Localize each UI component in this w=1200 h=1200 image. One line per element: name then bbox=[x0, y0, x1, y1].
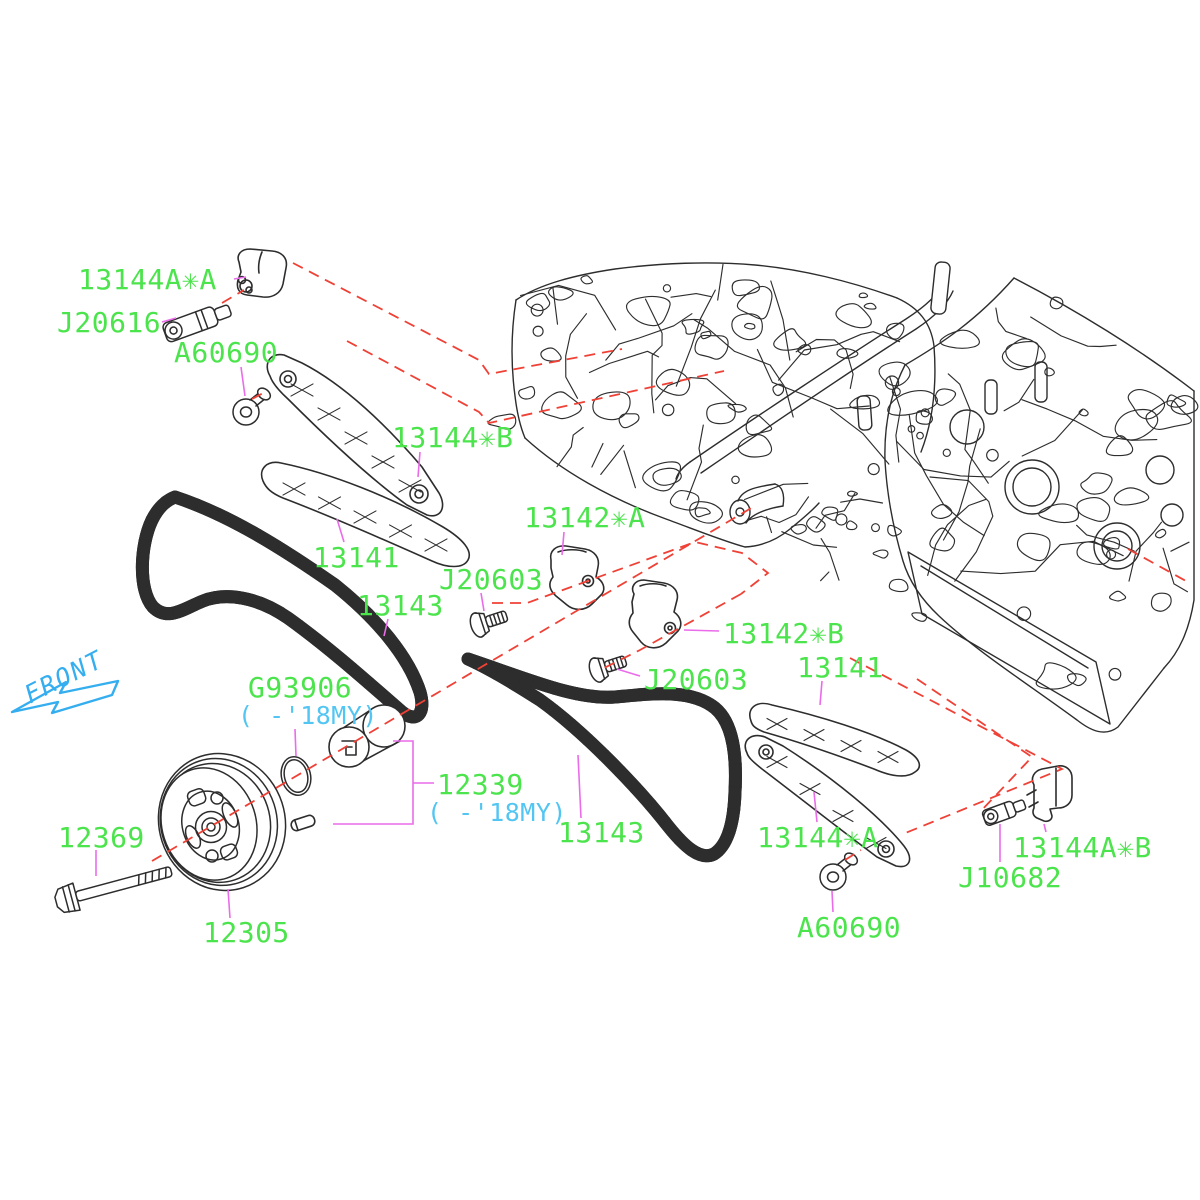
part-label-j20603-1[interactable]: J20603 bbox=[439, 563, 543, 596]
part-label-13142-star-b[interactable]: 13142✳B bbox=[723, 617, 845, 650]
part-label-g93906-my: ( -'18MY) bbox=[238, 701, 378, 730]
pulley-bolt-12369-drawing bbox=[54, 866, 173, 914]
part-label-a60690-1[interactable]: A60690 bbox=[174, 336, 278, 369]
bolt-j20603-1-drawing bbox=[469, 610, 509, 638]
chain-tensioner-12339-drawing bbox=[290, 704, 406, 832]
chain-guide-13141-right-drawing bbox=[749, 702, 921, 777]
part-label-13144a-star-a[interactable]: 13144A✳A bbox=[78, 263, 217, 296]
front-direction-indicator: FRONT bbox=[10, 645, 120, 715]
label-leader-lines bbox=[95, 276, 1047, 919]
screw-a60690-2-drawing bbox=[819, 852, 859, 891]
crank-pulley-12305-drawing bbox=[157, 752, 287, 892]
chain-lever-13142b-drawing bbox=[628, 579, 682, 649]
bolt-j20603-2-drawing bbox=[588, 655, 628, 683]
chain-guide-13141-left-drawing bbox=[260, 461, 470, 568]
part-label-13144-star-a[interactable]: 13144✳A bbox=[757, 821, 879, 854]
part-label-12339[interactable]: 12339 bbox=[437, 768, 524, 801]
part-label-j20616[interactable]: J20616 bbox=[57, 306, 161, 339]
assembly-datum-dashed-lines bbox=[151, 262, 1187, 862]
crankshaft-snout bbox=[729, 483, 785, 525]
part-label-13142-star-a[interactable]: 13142✳A bbox=[524, 501, 646, 534]
timing-chain-13143-middle-drawing bbox=[461, 652, 735, 856]
part-label-12305[interactable]: 12305 bbox=[203, 916, 290, 949]
part-label-13141-left[interactable]: 13141 bbox=[313, 541, 400, 574]
part-label-12369[interactable]: 12369 bbox=[58, 821, 145, 854]
o-ring-g93906-drawing bbox=[280, 756, 312, 796]
part-label-13143-mid[interactable]: 13143 bbox=[558, 816, 645, 849]
chain-lever-13142a-drawing bbox=[549, 545, 605, 611]
chain-tensioner-lever-13144a-b-drawing bbox=[1026, 765, 1073, 823]
part-label-a60690-2[interactable]: A60690 bbox=[797, 911, 901, 944]
part-label-13141-right[interactable]: 13141 bbox=[797, 651, 884, 684]
exploded-parts bbox=[54, 248, 1073, 914]
part-number-labels: 13144A✳A J20616 A60690 13144✳B 13141 131… bbox=[57, 263, 1152, 949]
tensioner-pin bbox=[290, 814, 316, 832]
screw-a60690-1-drawing bbox=[232, 387, 272, 426]
part-label-13144-star-b[interactable]: 13144✳B bbox=[392, 421, 514, 454]
part-label-13143-left[interactable]: 13143 bbox=[357, 589, 444, 622]
front-arrow-icon bbox=[10, 679, 120, 715]
stud-bolt-j20616-drawing bbox=[162, 304, 232, 343]
engine-block-drawing bbox=[487, 261, 1199, 733]
chain-guide-lever-13144a-drawing bbox=[744, 734, 911, 868]
part-label-13144a-star-b[interactable]: 13144A✳B bbox=[1013, 831, 1152, 864]
timing-chain-13143-left-drawing bbox=[142, 490, 422, 717]
stud-bolt-j10682-drawing bbox=[981, 799, 1027, 826]
chain-tensioner-lever-13144a-a-drawing bbox=[236, 248, 288, 298]
chain-guide-lever-13144b-drawing bbox=[266, 353, 444, 517]
part-label-j20603-2[interactable]: J20603 bbox=[644, 663, 748, 696]
part-label-g93906[interactable]: G93906 bbox=[248, 671, 352, 704]
part-label-j10682[interactable]: J10682 bbox=[958, 861, 1062, 894]
part-label-12339-my: ( -'18MY) bbox=[427, 798, 567, 827]
